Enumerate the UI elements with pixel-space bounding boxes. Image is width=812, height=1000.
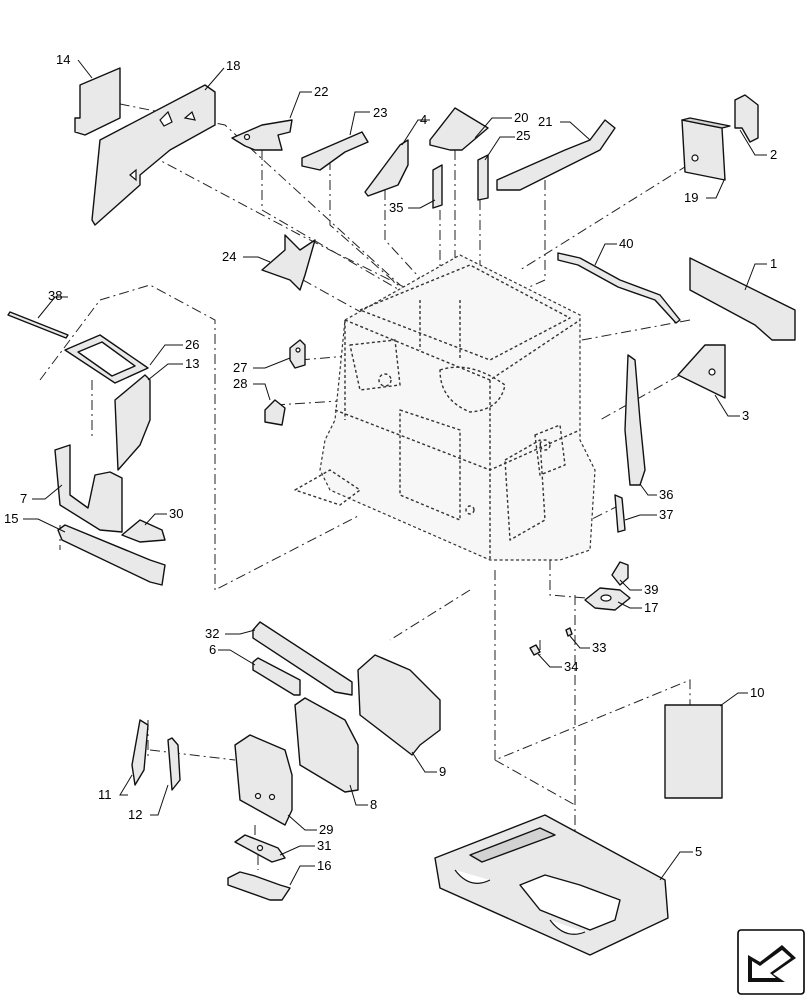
callout-33: 33: [592, 640, 606, 655]
part-36: [624, 354, 646, 486]
callout-26: 26: [185, 337, 199, 352]
part-3: [677, 344, 726, 399]
callout-21: 21: [538, 114, 552, 129]
callout-8: 8: [370, 797, 377, 812]
part-40: [557, 252, 681, 324]
callout-32: 32: [205, 626, 219, 641]
part-15: [57, 524, 166, 586]
part-26: [64, 334, 149, 384]
callout-27: 27: [233, 360, 247, 375]
part-14: [74, 67, 121, 136]
callout-11: 11: [98, 787, 112, 802]
part-31: [234, 834, 286, 863]
callout-40: 40: [619, 236, 633, 251]
callout-15: 15: [4, 511, 18, 526]
callout-18: 18: [226, 58, 240, 73]
part-6: [252, 657, 301, 696]
callout-19: 19: [684, 190, 698, 205]
callout-9: 9: [439, 764, 446, 779]
part-4: [364, 139, 409, 197]
callout-4: 4: [420, 112, 427, 127]
part-8: [294, 697, 359, 793]
part-34: [529, 644, 541, 656]
callout-35: 35: [389, 200, 403, 215]
callout-38: 38: [48, 288, 62, 303]
part-33: [565, 627, 573, 637]
part-19: [681, 117, 731, 181]
part-1: [689, 257, 796, 341]
callout-34: 34: [564, 659, 578, 674]
navigation-button[interactable]: [737, 929, 805, 995]
part-21: [496, 119, 616, 191]
part-16: [227, 871, 291, 901]
part-17: [584, 587, 631, 611]
part-25: [477, 154, 489, 201]
callout-25: 25: [516, 128, 530, 143]
leader-lines: [23, 59, 767, 886]
callout-1: 1: [770, 256, 777, 271]
part-38: [7, 311, 69, 339]
part-30: [121, 519, 166, 543]
part-12: [167, 737, 181, 791]
callout-6: 6: [209, 642, 216, 657]
callout-labels: 14 18 22 23 4 20 25 21 2 19 35 24 40 1 3…: [4, 52, 777, 873]
part-13: [114, 374, 151, 471]
part-18: [91, 84, 216, 226]
callout-31: 31: [317, 838, 331, 853]
callout-17: 17: [644, 600, 658, 615]
part-39: [611, 561, 629, 586]
part-32: [252, 621, 353, 696]
callout-36: 36: [659, 487, 673, 502]
callout-13: 13: [185, 356, 199, 371]
part-20: [429, 107, 489, 151]
callout-3: 3: [742, 408, 749, 423]
part-35: [432, 164, 443, 209]
part-27: [289, 339, 306, 369]
callout-20: 20: [514, 110, 528, 125]
callout-2: 2: [770, 147, 777, 162]
callout-7: 7: [20, 491, 27, 506]
callout-16: 16: [317, 858, 331, 873]
part-37: [614, 494, 626, 533]
part-23: [301, 131, 369, 171]
callout-37: 37: [659, 507, 673, 522]
callout-28: 28: [233, 376, 247, 391]
part-24: [261, 234, 316, 291]
callout-12: 12: [128, 807, 142, 822]
cab-frame: [294, 254, 596, 561]
part-5: [434, 814, 669, 956]
arrow-icon: [748, 945, 796, 982]
part-29: [234, 734, 293, 826]
part-2: [734, 94, 759, 143]
part-11: [131, 719, 149, 786]
part-9: [357, 654, 441, 756]
callout-23: 23: [373, 105, 387, 120]
part-22: [231, 119, 293, 151]
part-10: [664, 704, 723, 799]
callout-10: 10: [750, 685, 764, 700]
callout-39: 39: [644, 582, 658, 597]
part-28: [264, 399, 286, 426]
callout-29: 29: [319, 822, 333, 837]
callout-22: 22: [314, 84, 328, 99]
callout-5: 5: [695, 844, 702, 859]
part-7: [54, 444, 123, 533]
callout-14: 14: [56, 52, 70, 67]
callout-24: 24: [222, 249, 236, 264]
callout-30: 30: [169, 506, 183, 521]
